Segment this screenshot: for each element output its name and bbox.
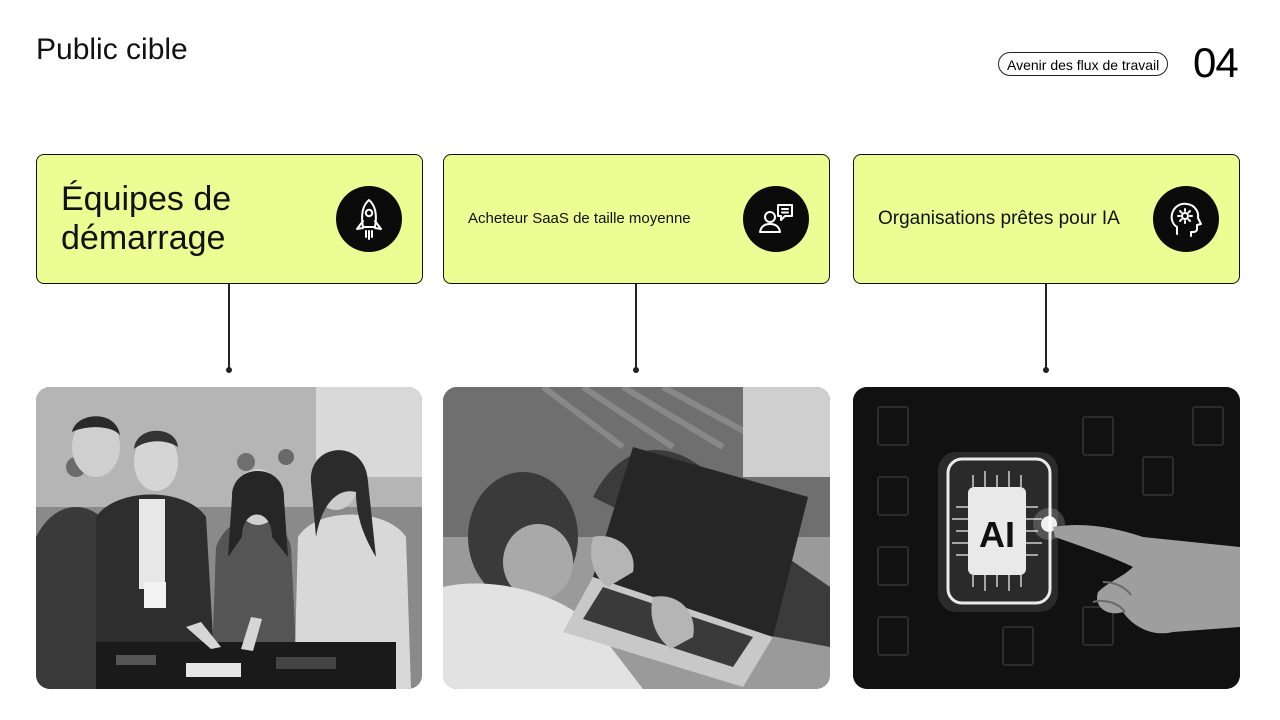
audience-card-ai-ready: Organisations prêtes pour IA <box>853 154 1240 284</box>
audience-card-startup: Équipes de démarrage <box>36 154 423 284</box>
page-number: 04 <box>1193 39 1239 86</box>
connector-line <box>1043 284 1049 373</box>
chip-label: AI <box>979 514 1015 555</box>
audience-card-saas-buyer: Acheteur SaaS de taille moyenne <box>443 154 830 284</box>
rocket-icon <box>336 186 402 252</box>
user-chat-icon <box>743 186 809 252</box>
connector-line <box>633 284 639 373</box>
card-label: Acheteur SaaS de taille moyenne <box>468 210 691 227</box>
card-label: Équipes de démarrage <box>61 180 232 257</box>
ai-chip-hand-photo: AI <box>853 387 1240 689</box>
person-typing-laptop-photo <box>443 387 830 689</box>
section-pill: Avenir des flux de travail <box>998 52 1169 76</box>
slide-title: Public cible <box>36 33 188 66</box>
card-label: Organisations prêtes pour IA <box>878 208 1120 229</box>
people-at-touch-table-photo <box>36 387 422 689</box>
head-gear-icon <box>1153 186 1219 252</box>
connector-line <box>226 284 232 373</box>
